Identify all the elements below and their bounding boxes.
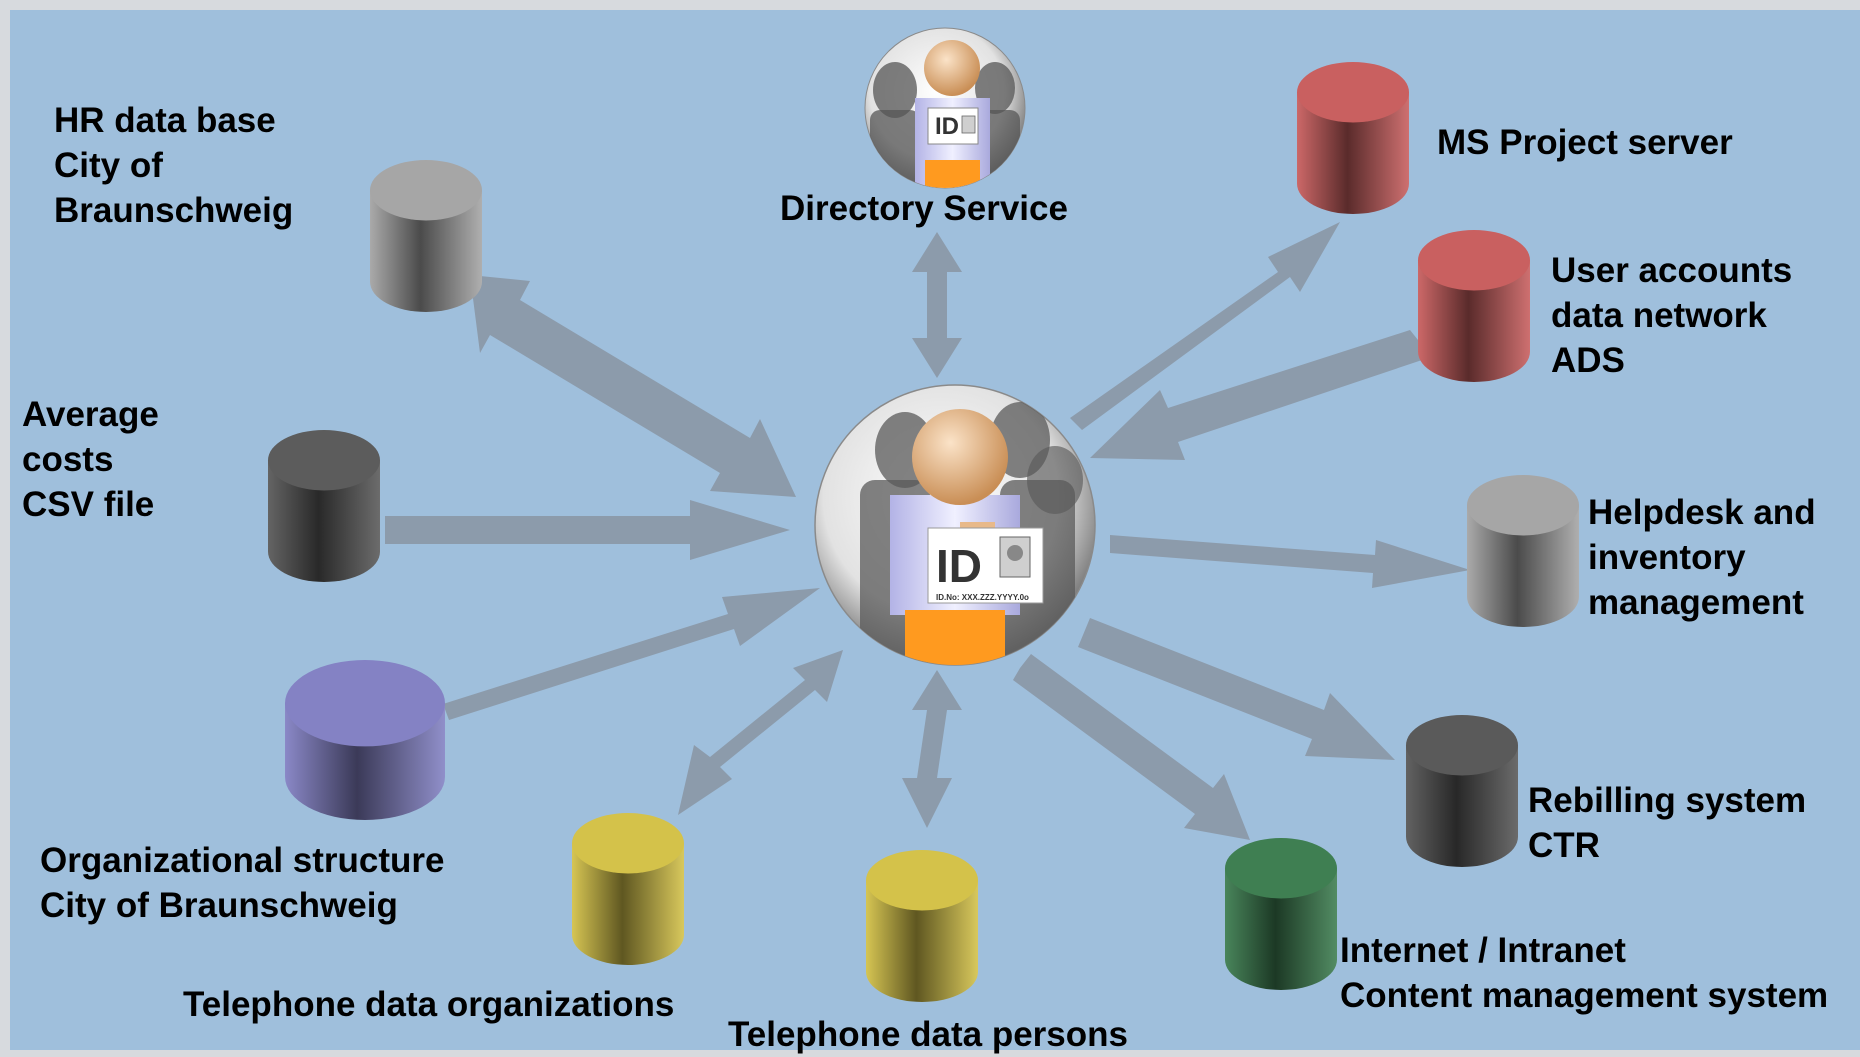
data-sources (268, 62, 1579, 1002)
arrow-hub-helpdesk (1110, 535, 1470, 588)
arrow-telorg-hub (678, 650, 843, 815)
arrow-org-hub (443, 588, 820, 720)
connector-arrows (385, 222, 1470, 840)
cylinder-cms-icon (1225, 838, 1337, 991)
hub-person-icon: ID ID.No: XXX.ZZZ.YYYY.0o (814, 384, 1096, 666)
arrow-hub-ctr (1078, 618, 1395, 760)
directory-service-icon: ID (864, 27, 1026, 189)
cylinder-ctr-icon (1406, 715, 1518, 868)
cylinder-helpdesk-icon (1467, 475, 1579, 628)
label-ms-project-server: MS Project server (1437, 123, 1733, 162)
arrow-ads-hub (1090, 330, 1428, 460)
diagram-canvas: ID ID ID.No: XXX.ZZZ.YYYY.0o (10, 10, 1860, 1054)
cylinder-hr-icon (370, 160, 482, 312)
arrow-hub-cms (1013, 654, 1250, 840)
arrow-hub-directory (912, 232, 962, 378)
arrow-hr-hub (470, 275, 796, 497)
cylinder-msproject-icon (1297, 62, 1409, 214)
svg-text:ID: ID (935, 113, 959, 140)
cylinder-tel-per-icon (866, 850, 979, 1002)
cylinder-ads-icon (1418, 230, 1530, 383)
arrow-hub-msproject (1070, 222, 1340, 430)
cylinder-tel-org-icon (572, 813, 684, 965)
diagram-svg: ID ID ID.No: XXX.ZZZ.YYYY.0o (268, 27, 1579, 1002)
svg-text:ID: ID (936, 540, 982, 592)
label-telephone-data-organizations: Telephone data organizations (183, 985, 675, 1024)
arrow-avg-hub (385, 500, 790, 560)
cylinder-avg-icon (268, 430, 380, 582)
arrow-telper-hub (902, 670, 962, 828)
label-directory-service: Directory Service (780, 189, 1068, 228)
hub-badge-number: ID.No: XXX.ZZZ.YYYY.0o (936, 593, 1029, 602)
cylinder-org-icon (285, 660, 445, 820)
label-telephone-data-persons: Telephone data persons (728, 1015, 1128, 1054)
